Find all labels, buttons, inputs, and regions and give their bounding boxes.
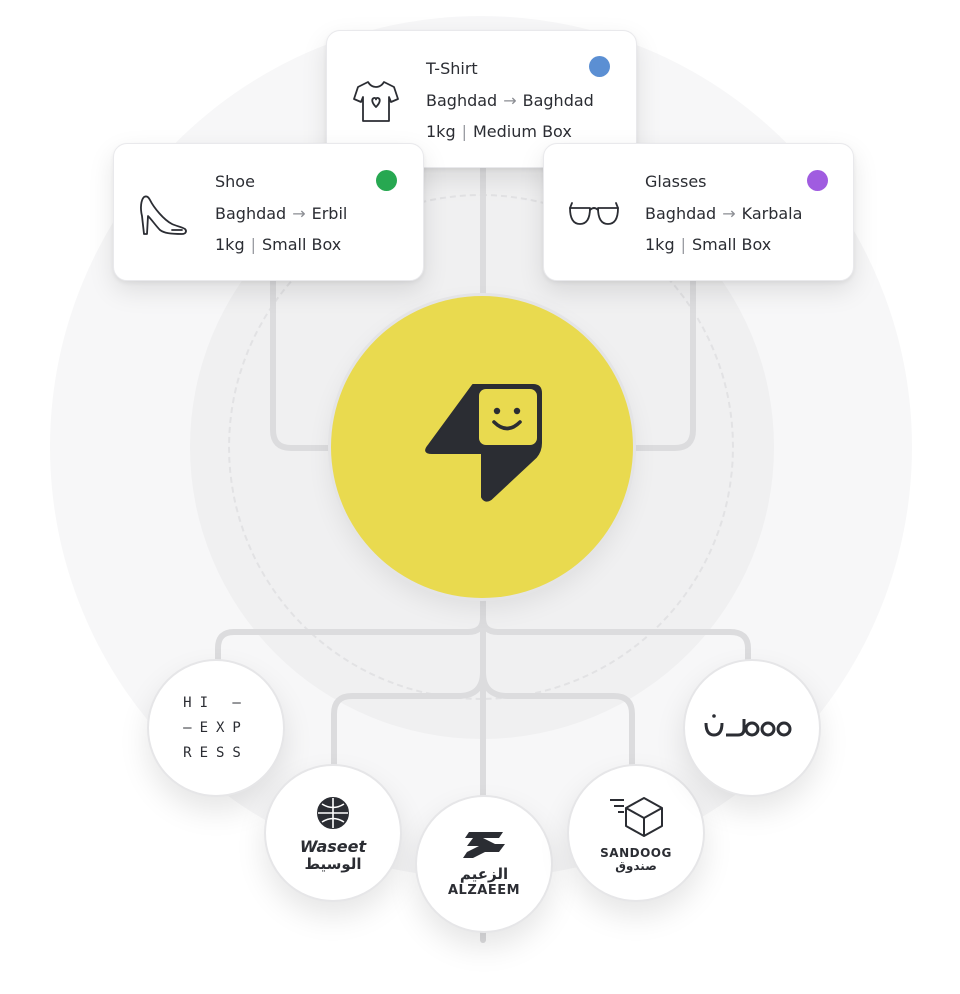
card-item-name: T-Shirt <box>426 59 478 78</box>
card-route: Baghdad → Karbala <box>645 204 802 223</box>
status-dot-purple <box>807 170 828 191</box>
partner-alzaeem[interactable]: الزعيم ALZAEEM <box>415 795 553 933</box>
divider: | <box>250 235 256 254</box>
z-logo-icon <box>459 830 509 864</box>
waseet-latin-label: Waseet <box>299 836 367 856</box>
route-origin: Baghdad <box>215 204 287 223</box>
hub-circle <box>331 296 633 598</box>
card-item-name: Shoe <box>215 172 255 191</box>
partner-waseet[interactable]: Waseet الوسيط <box>264 764 402 902</box>
alzaeem-latin-label: ALZAEEM <box>447 883 521 898</box>
card-route: Baghdad → Baghdad <box>426 91 594 110</box>
divider: | <box>680 235 686 254</box>
globe-icon <box>313 795 353 835</box>
logo-line: RESS <box>183 744 249 761</box>
logo-line: —EXP <box>183 719 249 736</box>
smiley-tag-logo-icon <box>419 381 545 507</box>
card-meta: 1kg | Small Box <box>645 235 771 254</box>
shipment-card-shoe[interactable]: Shoe Baghdad → Erbil 1kg | Small Box <box>113 143 424 281</box>
partner-arabic-wordmark[interactable] <box>683 659 821 797</box>
connector-glasses <box>627 277 696 451</box>
connector-shoe <box>270 277 337 451</box>
arrow-right-icon: → <box>503 91 517 110</box>
shipment-card-glasses[interactable]: Glasses Baghdad → Karbala 1kg | Small Box <box>543 143 854 281</box>
partner-sandoog[interactable]: SANDOOG صندوق <box>567 764 705 902</box>
card-weight: 1kg <box>426 122 456 141</box>
card-meta: 1kg | Medium Box <box>426 122 572 141</box>
card-box-size: Medium Box <box>473 122 572 141</box>
card-item-name: Glasses <box>645 172 707 191</box>
divider: | <box>461 122 467 141</box>
route-destination: Baghdad <box>522 91 594 110</box>
arabic-wordmark-logo <box>704 711 800 745</box>
route-destination: Karbala <box>741 204 803 223</box>
route-origin: Baghdad <box>645 204 717 223</box>
status-dot-green <box>376 170 397 191</box>
card-weight: 1kg <box>645 235 675 254</box>
high-heel-shoe-icon <box>138 194 188 240</box>
card-box-size: Small Box <box>692 235 772 254</box>
route-origin: Baghdad <box>426 91 498 110</box>
card-meta: 1kg | Small Box <box>215 235 341 254</box>
waseet-arabic-label: الوسيط <box>304 854 362 873</box>
sandoog-latin-label: SANDOOG <box>600 846 672 860</box>
route-destination: Erbil <box>311 204 348 223</box>
glasses-icon <box>568 200 620 234</box>
card-weight: 1kg <box>215 235 245 254</box>
partner-hi-express[interactable]: HI — —EXP RESS <box>147 659 285 797</box>
card-route: Baghdad → Erbil <box>215 204 347 223</box>
status-dot-blue <box>589 56 610 77</box>
tshirt-icon <box>353 79 399 127</box>
sandoog-arabic-label: صندوق <box>615 859 657 873</box>
arrow-right-icon: → <box>292 204 306 223</box>
alzaeem-arabic-label: الزعيم <box>459 865 509 883</box>
card-box-size: Small Box <box>262 235 342 254</box>
logo-line: HI — <box>183 694 249 711</box>
arrow-right-icon: → <box>722 204 736 223</box>
hi-express-logo: HI — —EXP RESS <box>183 691 249 766</box>
box-icon <box>608 794 664 842</box>
